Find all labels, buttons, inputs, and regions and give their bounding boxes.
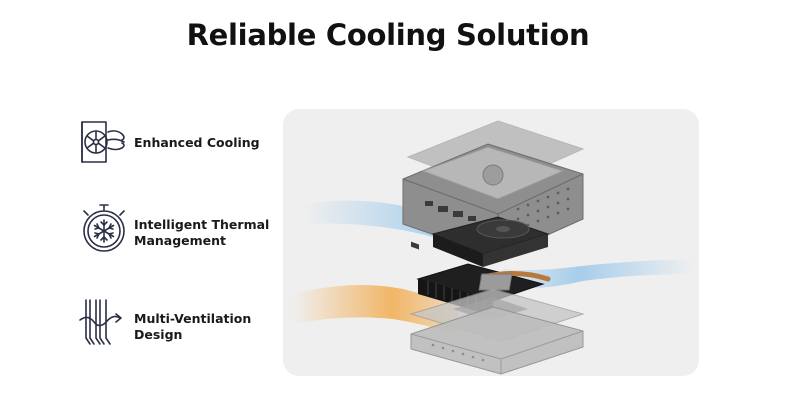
illustration-panel [283,109,699,376]
exploded-mini-pc-icon [293,120,693,375]
fan-cooling-icon [76,114,132,170]
feature-label: Multi-Ventilation Design [134,311,252,342]
feature-label: Intelligent Thermal Management [134,217,270,248]
feature-multi-ventilation: Multi-Ventilation Design [76,294,296,350]
feature-enhanced-cooling: Enhanced Cooling [76,114,296,170]
page-title: Reliable Cooling Solution [186,18,590,52]
feature-intelligent-thermal: Intelligent Thermal Management [76,200,296,256]
ventilation-airflow-icon [76,294,132,350]
snowflake-stopwatch-icon [76,200,132,256]
feature-label: Enhanced Cooling [134,135,260,150]
